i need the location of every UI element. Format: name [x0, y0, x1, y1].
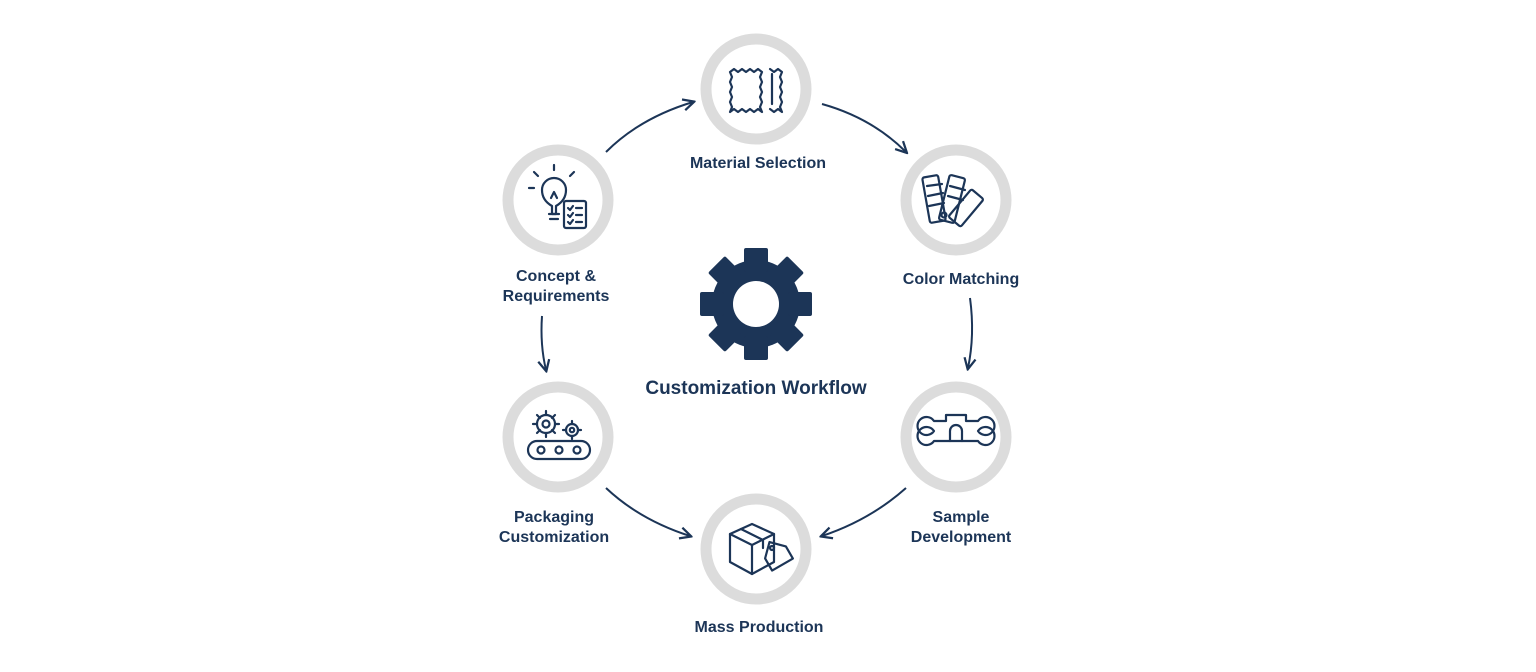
arrow-material-to-color [821, 103, 906, 152]
step-label-mass: Mass Production [694, 619, 824, 636]
step-label-color: Color Matching [902, 271, 1020, 288]
step-label-packaging: Packaging Customization [498, 509, 610, 546]
gear-icon [700, 248, 812, 360]
arrow-packaging-to-mass [605, 487, 690, 536]
lightbulb-checklist-icon [527, 163, 588, 230]
conveyor-gears-icon [526, 409, 592, 461]
node-ring-material [700, 33, 812, 145]
node-ring-concept [502, 144, 614, 256]
step-label-sample: Sample Development [910, 509, 1012, 546]
step-label-concept: Concept & Requirements [502, 268, 610, 305]
bone-shape-icon [916, 413, 996, 447]
arrow-sample-to-mass [822, 487, 907, 536]
node-ring-packaging [502, 381, 614, 493]
color-swatch-fan-icon [921, 174, 984, 228]
step-label-material: Material Selection [689, 155, 827, 172]
arrow-concept-to-material [605, 102, 693, 153]
box-tag-icon [728, 522, 794, 576]
arrow-concept-to-packaging [542, 315, 547, 370]
arrow-color-to-sample [968, 297, 972, 368]
fabric-swatch-icon [728, 67, 784, 114]
node-ring-color [900, 144, 1012, 256]
diagram-title: Customization Workflow [645, 378, 867, 399]
node-ring-sample [900, 381, 1012, 493]
node-ring-mass [700, 493, 812, 605]
